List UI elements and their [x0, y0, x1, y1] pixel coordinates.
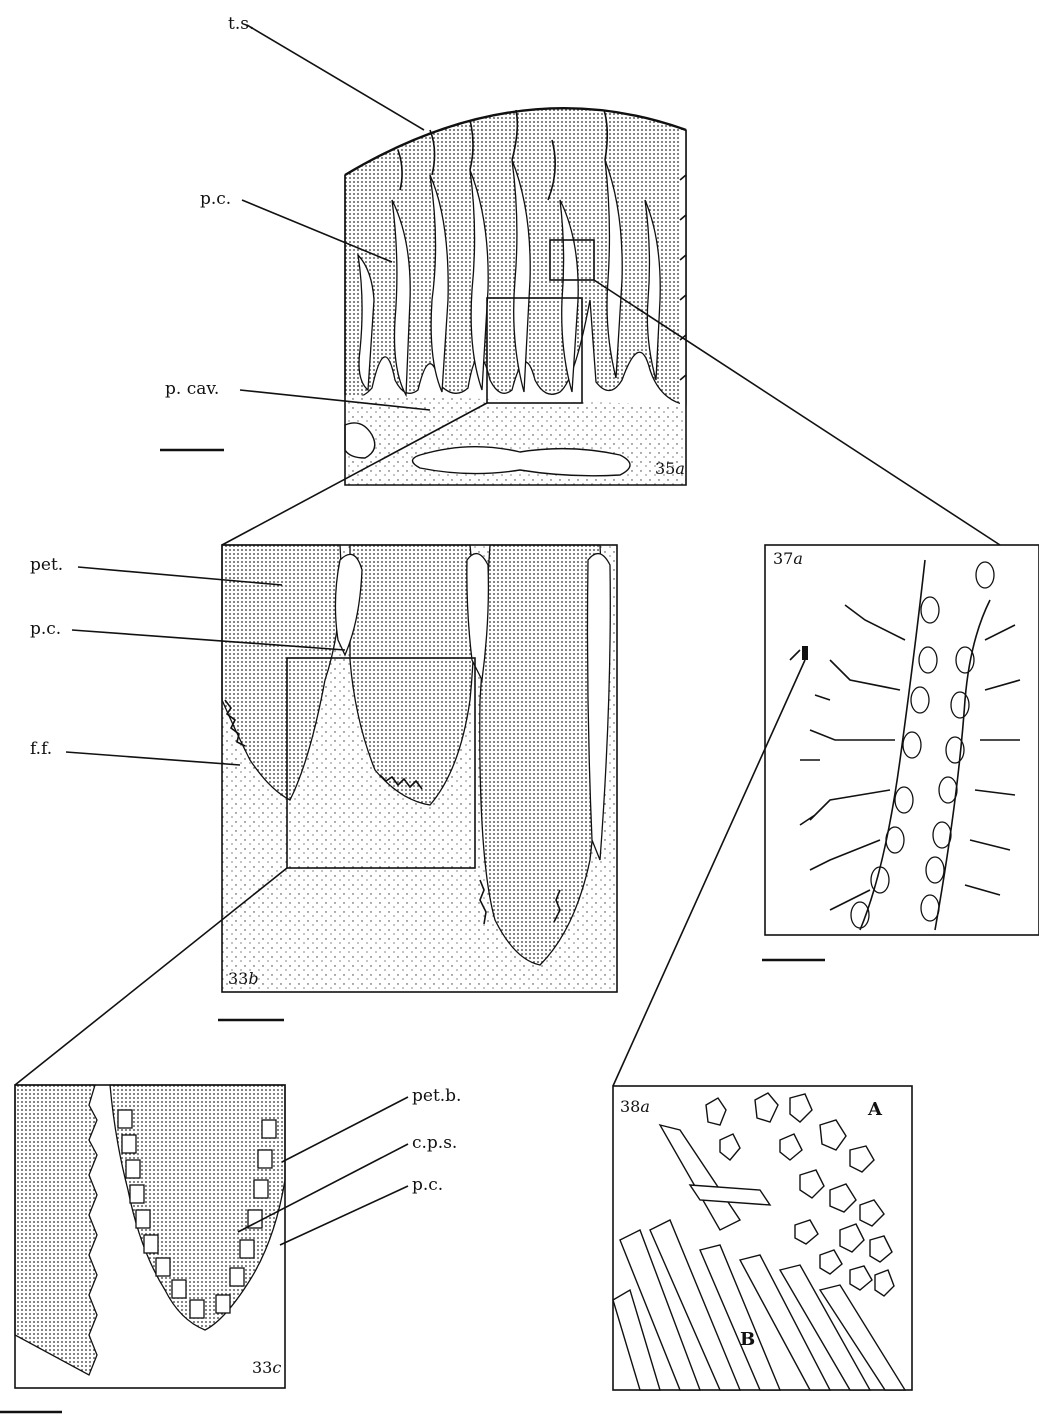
leader-petb — [282, 1097, 408, 1162]
label-pc-33c: p.c. — [412, 1175, 443, 1195]
panel-33b: 33b — [218, 545, 617, 1020]
panel-label-37a: 37a — [773, 549, 803, 568]
label-cps: c.p.s. — [412, 1133, 457, 1153]
panel-33c: 33c — [15, 1085, 285, 1388]
panel-label-38a: 38a — [620, 1097, 650, 1116]
connector-37a-38a — [613, 660, 805, 1086]
shell-strip-35a — [680, 130, 686, 405]
label-a: A — [867, 1099, 883, 1120]
panel-label-35a: 35a — [655, 459, 685, 478]
label-pet: pet. — [30, 555, 63, 575]
leader-ts — [247, 25, 424, 130]
panel-38a: 38a A B — [613, 1086, 912, 1390]
panel-label-33c: 33c — [252, 1358, 281, 1377]
tissue-33c-right — [110, 1085, 285, 1330]
marker-37a — [802, 646, 808, 660]
label-pcav: p. cav. — [165, 379, 219, 399]
panel-37a: 37a — [762, 545, 1039, 960]
pallial-cavity-35a — [345, 395, 686, 485]
label-pc-33b: p.c. — [30, 619, 61, 639]
label-pc-35a: p.c. — [200, 189, 231, 209]
panel-label-33b: 33b — [228, 969, 259, 988]
tissue-33c-left — [15, 1085, 97, 1375]
label-petb: pet.b. — [412, 1086, 461, 1106]
label-b: B — [740, 1329, 755, 1350]
leader-ff — [66, 752, 240, 765]
cell-column-37a-left — [851, 597, 939, 928]
label-ts: t.s. — [228, 14, 254, 34]
leader-pc-33c — [280, 1186, 408, 1245]
label-ff: f.f. — [30, 739, 52, 759]
panel-35a: 35a — [160, 108, 686, 485]
